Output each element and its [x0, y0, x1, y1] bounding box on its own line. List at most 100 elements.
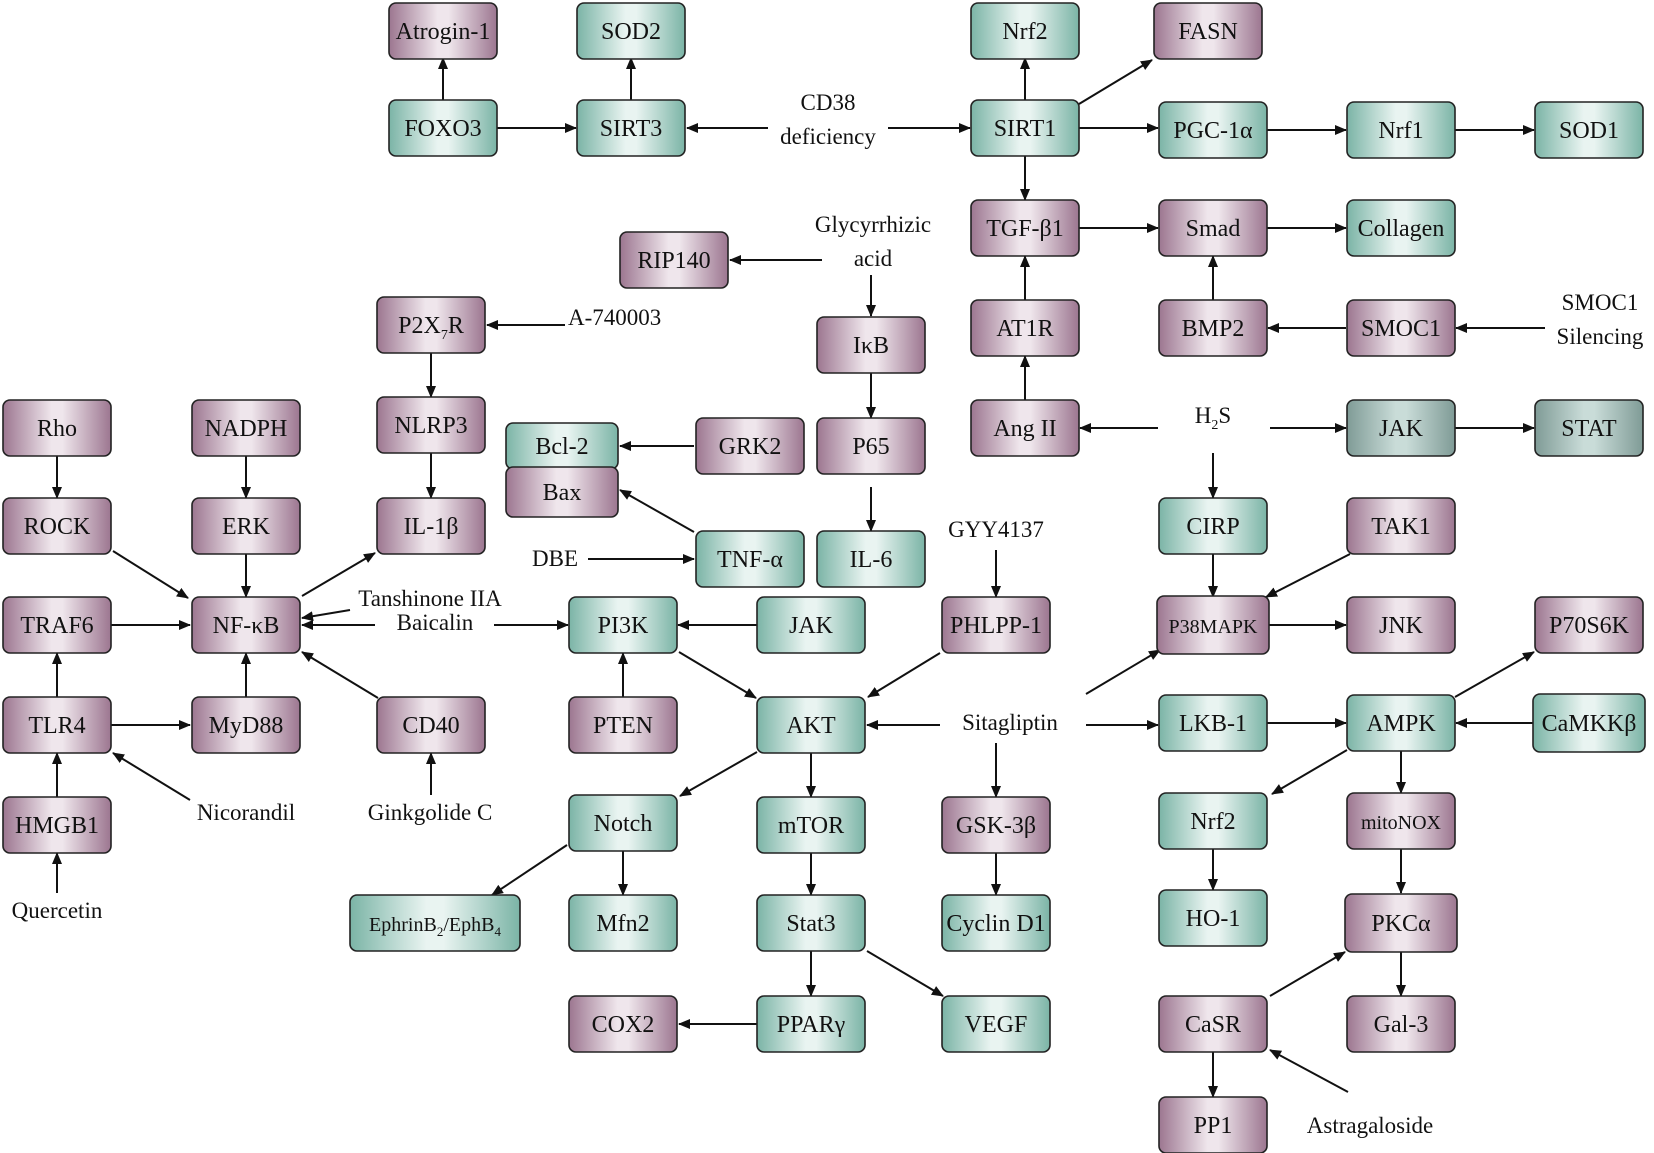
arrow-rock-nfkb: [112, 550, 189, 599]
node-box: [941, 796, 1051, 854]
label-silencing: Silencing: [1557, 324, 1644, 349]
node-nrf1: Nrf1: [1346, 101, 1456, 159]
svg-text:NF-κB: NF-κB: [213, 613, 280, 639]
svg-text:TGF-β1: TGF-β1: [986, 216, 1064, 242]
svg-text:JAK: JAK: [1379, 416, 1424, 442]
node-box: [1532, 693, 1646, 753]
node-p65: P65: [816, 417, 926, 475]
h2s-s: S: [1218, 403, 1231, 428]
svg-text:GRK2: GRK2: [719, 434, 782, 460]
node-rho: Rho: [2, 399, 112, 457]
node-box: [1158, 1096, 1268, 1153]
svg-text:MyD88: MyD88: [209, 713, 284, 739]
node-lkb-1: LKB-1: [1158, 694, 1268, 752]
svg-text:STAT: STAT: [1561, 416, 1617, 442]
node-box: [970, 399, 1080, 457]
node-mitonox: mitoNOX: [1346, 792, 1456, 850]
svg-text:ROCK: ROCK: [24, 514, 91, 540]
arrow-stat3-vegf: [866, 950, 944, 997]
label-sitagliptin: Sitagliptin: [962, 710, 1058, 735]
svg-text:SIRT3: SIRT3: [600, 116, 663, 142]
node-pkca: PKCα: [1344, 893, 1458, 953]
node-nadph: NADPH: [191, 399, 301, 457]
node-p70s6k: P70S6K: [1534, 596, 1644, 654]
node-nrf2-bottom: Nrf2: [1158, 792, 1268, 850]
node-p2x7r: P2X7R: [376, 296, 486, 354]
node-box: [376, 396, 486, 454]
node-mtor: mTOR: [756, 796, 866, 854]
node-nrf2-top: Nrf2: [970, 2, 1080, 60]
node-box: [1158, 995, 1268, 1053]
node-box: [349, 894, 521, 952]
node-phlpp-1: PHLPP-1: [941, 596, 1051, 654]
node-box: [1534, 596, 1644, 654]
node-bax: Bax: [505, 466, 619, 518]
node-box: [970, 2, 1080, 60]
label-glycyrrhizic: Glycyrrhizic: [815, 212, 931, 237]
node-gsk-3b: GSK-3β: [941, 796, 1051, 854]
node-box: [2, 696, 112, 754]
svg-text:Bax: Bax: [543, 480, 582, 506]
svg-text:Nrf1: Nrf1: [1378, 118, 1423, 144]
node-box: [1346, 694, 1456, 752]
svg-text:CD40: CD40: [402, 713, 459, 739]
svg-text:CIRP: CIRP: [1186, 514, 1239, 540]
arrow-tnfa-bax: [619, 489, 695, 533]
p2x7r-label-sub: 7: [441, 328, 448, 343]
node-cirp: CIRP: [1158, 497, 1268, 555]
node-box: [1158, 101, 1268, 159]
label-quercetin: Quercetin: [12, 898, 103, 923]
label-gyy4137: GYY4137: [948, 517, 1044, 542]
arrow-nicorandil-tlr4: [112, 752, 191, 801]
svg-text:PGC-1α: PGC-1α: [1173, 118, 1253, 144]
node-jnk: JNK: [1346, 596, 1456, 654]
svg-text:PHLPP-1: PHLPP-1: [950, 613, 1042, 639]
node-box: [941, 995, 1051, 1053]
svg-text:JAK: JAK: [789, 613, 834, 639]
node-box: [1534, 101, 1644, 159]
arrow-phlpp1-akt: [867, 652, 941, 698]
node-rip140: RIP140: [619, 231, 729, 289]
node-box: [1158, 299, 1268, 357]
svg-text:Nrf2: Nrf2: [1190, 809, 1235, 835]
svg-text:HO-1: HO-1: [1186, 906, 1241, 932]
node-box: [695, 530, 805, 588]
node-pp1: PP1: [1158, 1096, 1268, 1153]
node-vegf: VEGF: [941, 995, 1051, 1053]
svg-text:TAK1: TAK1: [1371, 514, 1430, 540]
svg-text:Nrf2: Nrf2: [1002, 19, 1047, 45]
svg-text:TLR4: TLR4: [28, 713, 85, 739]
node-casr: CaSR: [1158, 995, 1268, 1053]
node-box: [388, 99, 498, 157]
node-box: [1346, 199, 1456, 257]
node-box: [1153, 2, 1263, 60]
node-box: [191, 696, 301, 754]
svg-text:GSK-3β: GSK-3β: [956, 813, 1036, 839]
node-notch: Notch: [568, 794, 678, 852]
arrow-tak1-p38: [1265, 553, 1351, 598]
node-box: [941, 596, 1051, 654]
node-cyclin-d1: Cyclin D1: [941, 894, 1051, 952]
node-box: [619, 231, 729, 289]
arrow-tansh-nfkb: [301, 609, 351, 622]
svg-text:IL-6: IL-6: [850, 547, 893, 573]
node-ikb: IκB: [816, 316, 926, 374]
svg-text:SMOC1: SMOC1: [1361, 316, 1441, 342]
ephrin-label: EphrinB2/EphB4: [369, 914, 501, 939]
h2s-h: H: [1195, 403, 1212, 428]
node-box: [1346, 399, 1456, 457]
h2s-sub: 2: [1211, 418, 1218, 433]
label-astragaloside: Astragaloside: [1307, 1113, 1433, 1138]
node-box: [568, 894, 678, 952]
svg-text:SOD1: SOD1: [1559, 118, 1619, 144]
node-box: [695, 417, 805, 475]
node-box: [1158, 792, 1268, 850]
node-akt: AKT: [756, 696, 866, 754]
node-tnf-a: TNF-α: [695, 530, 805, 588]
node-box: [568, 995, 678, 1053]
arrow-sirt1-fasn: [1078, 59, 1153, 105]
node-il-1b: IL-1β: [376, 497, 486, 555]
svg-text:Rho: Rho: [37, 416, 77, 442]
ephrin-label-b: /EphB: [443, 914, 494, 936]
node-box: [1158, 889, 1268, 947]
